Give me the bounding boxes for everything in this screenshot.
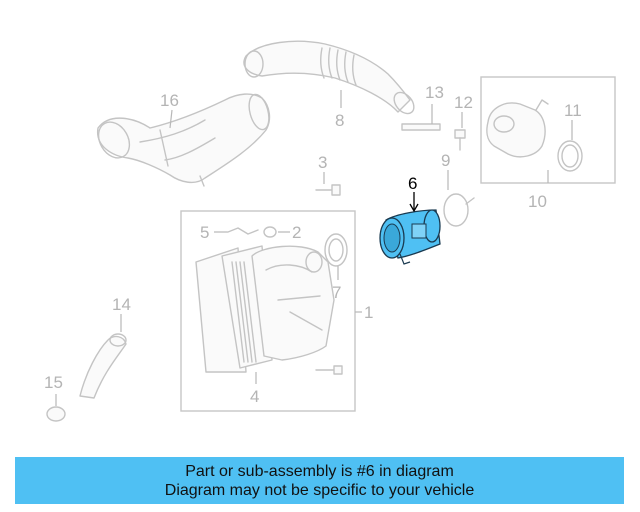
part-14-hose [79, 314, 127, 399]
callout-16: 16 [160, 91, 179, 110]
callout-2: 2 [292, 223, 301, 242]
part-10-throttle-body [486, 99, 549, 158]
callout-6: 6 [408, 174, 417, 193]
part-15-clamp [46, 394, 66, 422]
part-6-maf-sensor [379, 192, 441, 265]
part-9-clamp [443, 170, 475, 227]
callout-14: 14 [112, 295, 131, 314]
callout-10: 10 [528, 192, 547, 211]
callout-1: 1 [364, 303, 373, 322]
part-8-upper-duct [243, 40, 415, 115]
banner-line-1: Part or sub-assembly is #6 in diagram [185, 463, 454, 480]
callout-15: 15 [44, 373, 63, 392]
part-7-seal [324, 233, 348, 280]
callout-4: 4 [250, 387, 259, 406]
part-16-intake-duct [97, 93, 271, 187]
part-2-grommet [263, 226, 290, 238]
callout-8: 8 [335, 111, 344, 130]
callout-7: 7 [332, 283, 341, 302]
info-banner: Part or sub-assembly is #6 in diagram Di… [15, 457, 624, 504]
callout-5: 5 [200, 223, 209, 242]
callout-11: 11 [564, 101, 582, 120]
part-13-bracket [401, 104, 441, 131]
group-box-1 [180, 210, 356, 412]
air-filter-housing [195, 245, 335, 384]
banner-line-2: Diagram may not be specific to your vehi… [164, 482, 475, 499]
callout-13: 13 [425, 83, 444, 102]
part-3-bolt [315, 172, 341, 196]
part-12-bolt [454, 112, 466, 151]
part-5-clip [214, 227, 259, 235]
housing-bolt [315, 365, 343, 375]
leader-16 [169, 109, 173, 129]
callout-12: 12 [454, 93, 473, 112]
callout-9: 9 [441, 151, 450, 170]
callout-3: 3 [318, 153, 327, 172]
part-11-seal-ring [557, 120, 583, 172]
